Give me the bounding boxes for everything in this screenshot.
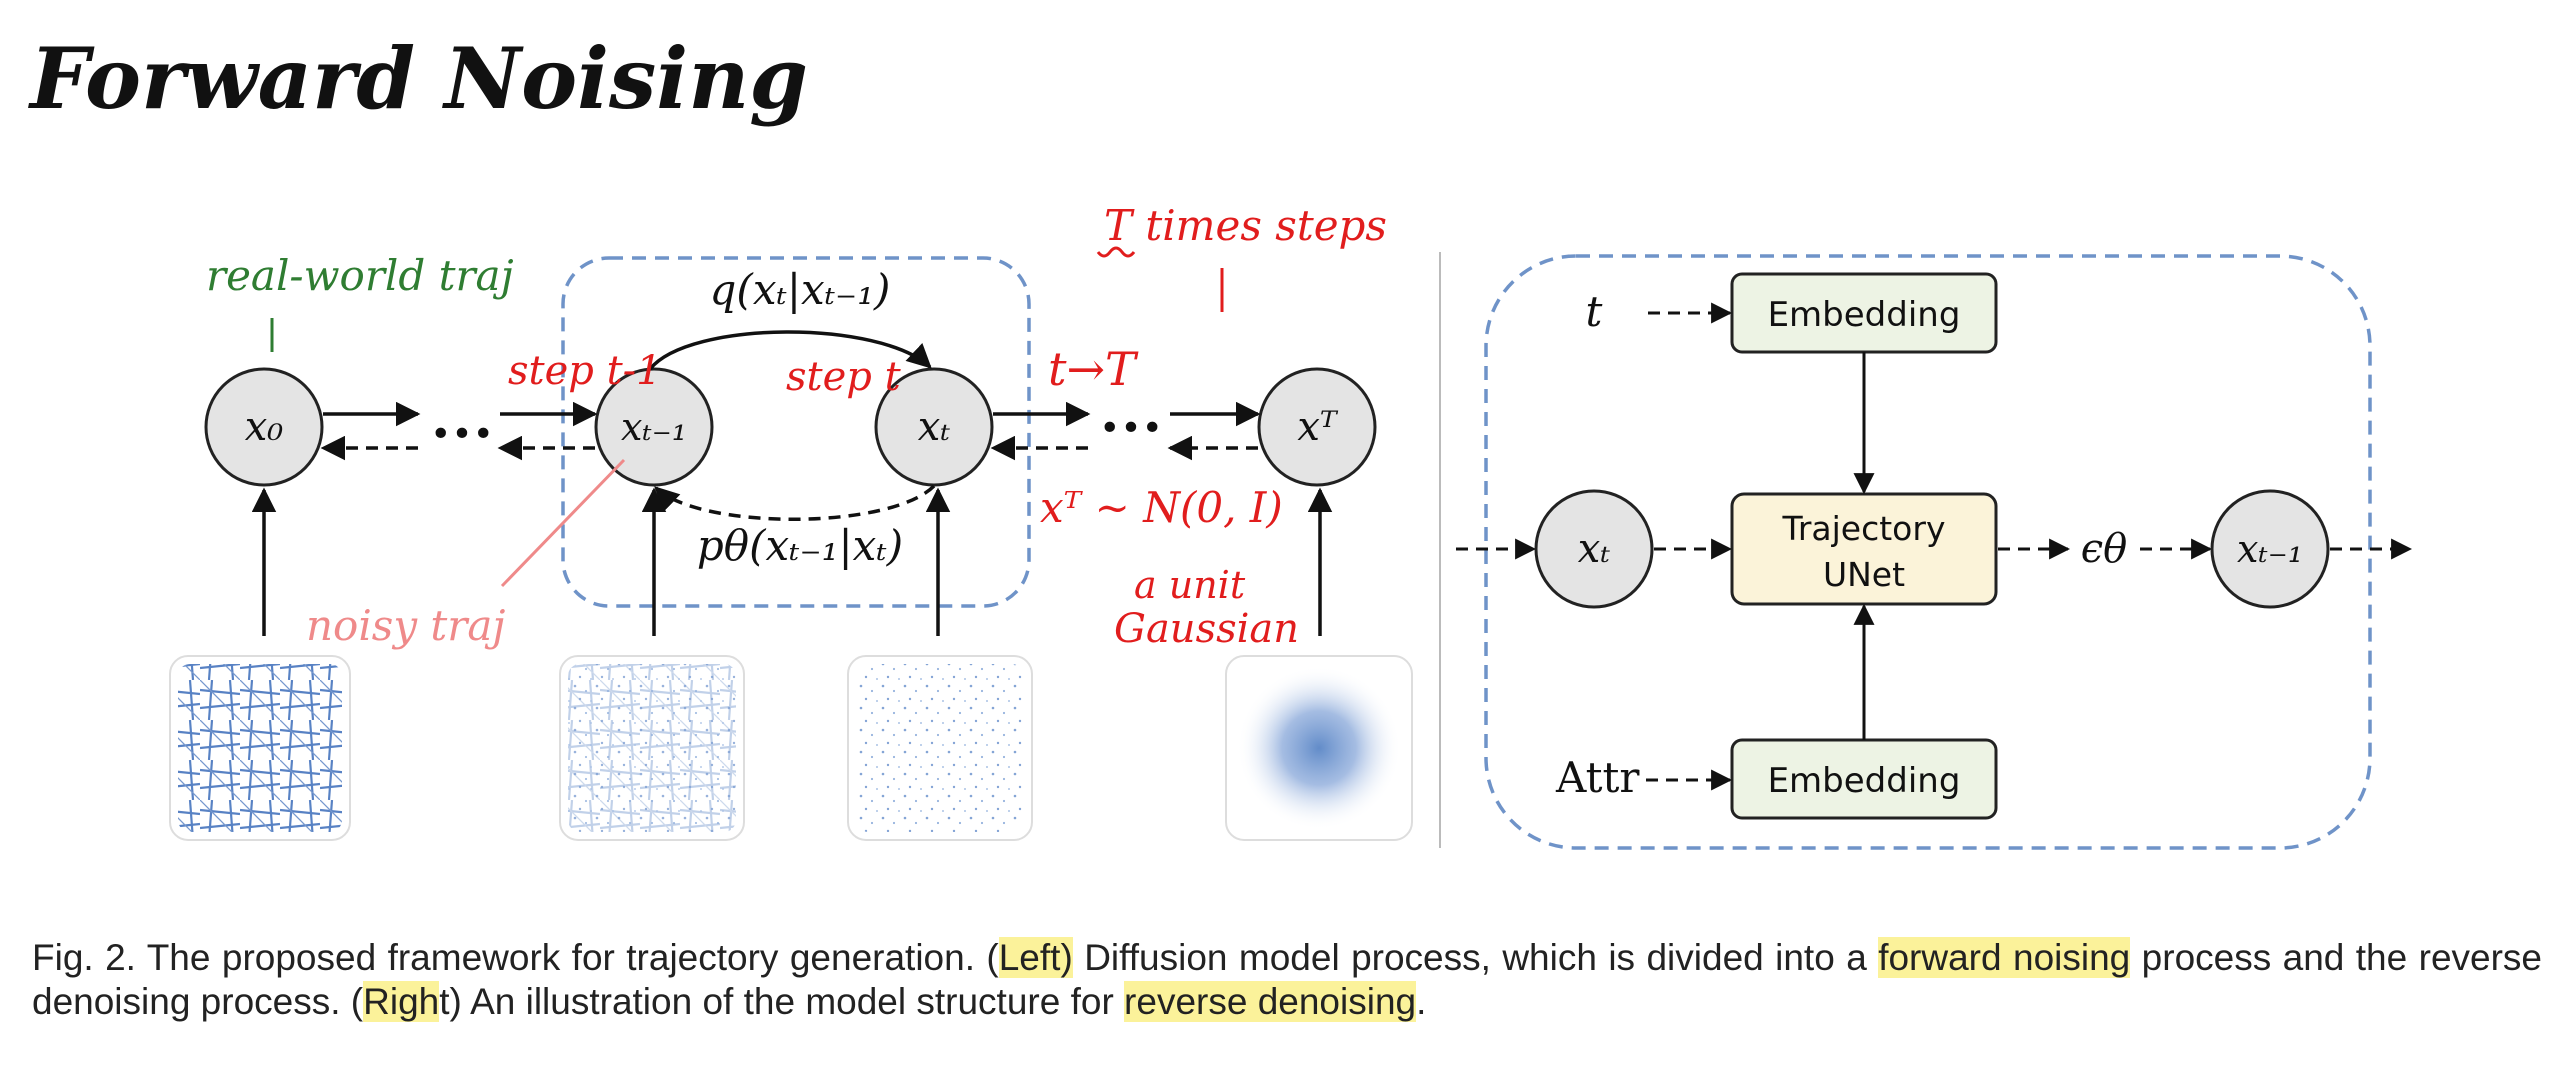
q-label: q(xₜ|xₜ₋₁) xyxy=(710,265,891,314)
epsilon-label: ϵθ xyxy=(2081,526,2127,572)
caption-text: Diffusion model process, which is divide… xyxy=(1072,937,1879,978)
t-input-label: t xyxy=(1586,287,1603,336)
node-x-t-minus-1-right xyxy=(2210,489,2330,609)
annotation-t-to-T: t→T xyxy=(1048,342,1139,396)
caption-highlight-left: Left) xyxy=(998,937,1073,978)
unet-label-line2: UNet xyxy=(1823,555,1905,594)
annotation-squiggle xyxy=(1096,246,1136,258)
caption-text: . xyxy=(1416,981,1427,1022)
node-x-t-right xyxy=(1534,489,1654,609)
embedding-bottom-label: Embedding xyxy=(1768,761,1961,801)
ellipsis-right: ••• xyxy=(1099,408,1163,449)
p-curve-arrow xyxy=(654,484,936,521)
caption-highlight-reverse: reverse denoising xyxy=(1124,981,1417,1022)
figure-caption: Fig. 2. The proposed framework for traje… xyxy=(32,936,2542,1024)
attr-input-label: Attr xyxy=(1555,753,1640,802)
thumbnail-noisy-traj-1 xyxy=(559,655,745,841)
node-x0 xyxy=(204,367,324,487)
node-x-T xyxy=(1257,367,1377,487)
caption-text: Fig. 2. The proposed framework for traje… xyxy=(32,937,999,978)
node-x-t xyxy=(874,367,994,487)
annotation-real-world-traj: real-world traj xyxy=(206,251,514,300)
annotation-pointer xyxy=(500,458,626,588)
annotation-noisy-traj: noisy traj xyxy=(306,601,505,650)
thumbnail-gaussian xyxy=(1225,655,1413,841)
right-diagram: Embedding t Trajectory UNet Embedding At… xyxy=(1456,254,2413,850)
caption-highlight-right: Righ xyxy=(363,981,440,1022)
q-curve-arrow xyxy=(648,330,932,371)
thumbnail-noisy-traj-2 xyxy=(847,655,1033,841)
annotations: real-world traj T times steps step t-1 s… xyxy=(206,201,1387,652)
thumbnail-real-traj xyxy=(169,655,351,841)
forward-step-box xyxy=(561,256,1031,608)
annotation-noise-dist: xᵀ ∼ N(0, I) xyxy=(1040,483,1283,532)
annotation-step-t-minus-1: step t-1 xyxy=(508,348,662,394)
unet-label-line1: Trajectory xyxy=(1782,509,1946,548)
ellipsis-left: ••• xyxy=(430,414,494,455)
embedding-top-label: Embedding xyxy=(1768,295,1961,335)
annotation-unit-gaussian-1: a unit xyxy=(1134,563,1246,607)
annotation-unit-gaussian-2: Gaussian xyxy=(1114,606,1299,652)
node-x-t-minus-1 xyxy=(594,367,714,487)
node-x0-label: x₀ xyxy=(245,404,284,450)
node-x-T-label: xᵀ xyxy=(1297,404,1339,450)
annotation-step-t: step t xyxy=(786,354,902,400)
node-x-t-minus-1-right-label: xₜ₋₁ xyxy=(2237,527,2303,571)
model-box xyxy=(1484,254,2372,850)
node-x-t-right-label: xₜ xyxy=(1578,526,1611,572)
node-x-t-label: xₜ xyxy=(918,404,951,450)
caption-highlight-forward: forward noising xyxy=(1878,937,2131,978)
p-label: pθ(xₜ₋₁|xₜ) xyxy=(697,521,903,570)
title: Forward Noising xyxy=(28,29,808,128)
caption-text: process and the reverse denoising proces… xyxy=(32,937,2543,1022)
node-x-t-minus-1-label: xₜ₋₁ xyxy=(621,405,687,449)
left-diagram: x₀ xₜ₋₁ xₜ xᵀ ••• ••• q(xₜ|xₜ₋₁) pθ(xₜ₋₁… xyxy=(169,256,1413,841)
caption-text: t) An illustration of the model structur… xyxy=(439,981,1125,1022)
annotation-t-times-steps: T times steps xyxy=(1104,201,1387,250)
